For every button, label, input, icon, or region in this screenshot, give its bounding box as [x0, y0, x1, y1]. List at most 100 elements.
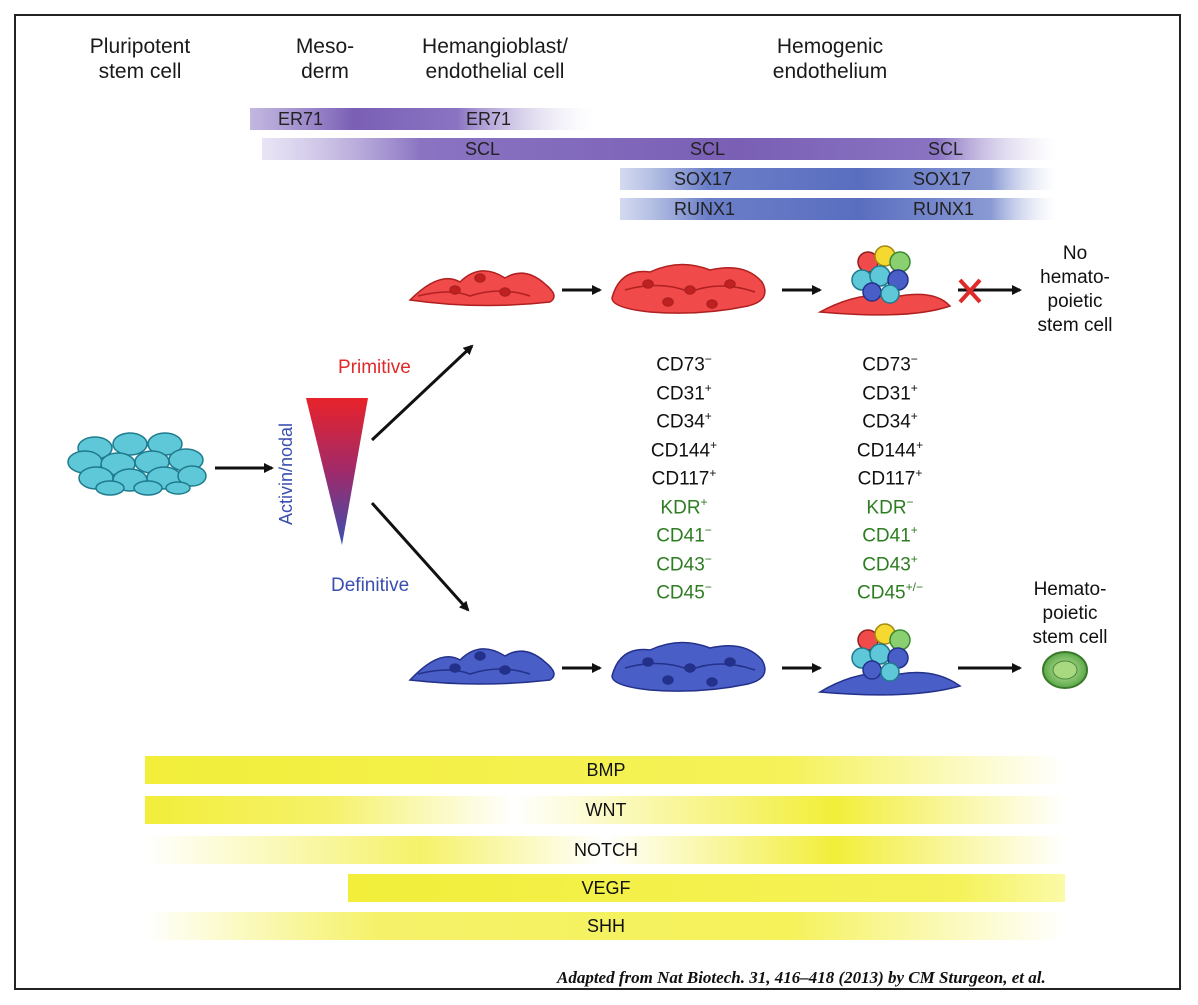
stage-hemangioblast: Hemangioblast/ endothelial cell — [422, 35, 568, 83]
hsc-outcome-label: Hemato- poietic stem cell — [1032, 579, 1108, 648]
marker-name: CD41 — [656, 525, 705, 547]
wnt-label: WNT — [585, 800, 627, 820]
marker-name: CD73 — [862, 354, 911, 376]
scl-label-2: SCL — [690, 139, 726, 159]
arrow-definitive-branch — [370, 501, 470, 612]
marker-sign: − — [704, 352, 712, 366]
runx1-label-2: RUNX1 — [913, 199, 975, 219]
marker-sign: + — [910, 380, 918, 395]
figure-frame — [14, 14, 1181, 990]
marker-name: CD41 — [862, 525, 911, 547]
vegf-label: VEGF — [581, 878, 631, 898]
definitive-hemogenic-cluster-icon — [817, 623, 962, 696]
marker-cd41: CD41− — [656, 523, 712, 547]
marker-cd73: CD73− — [656, 352, 712, 376]
sox17-bar — [620, 168, 1057, 190]
marker-cd45: CD45− — [656, 580, 712, 604]
primitive-hemogenic-cluster-icon — [817, 245, 952, 316]
bmp-label: BMP — [586, 760, 626, 780]
marker-name: CD144 — [856, 439, 917, 461]
marker-cd34: CD34+ — [862, 409, 918, 433]
marker-cd45: CD45+/− — [857, 580, 923, 604]
marker-sign: − — [906, 494, 914, 509]
primitive-mesoderm-cells-icon — [408, 270, 555, 307]
marker-cd43: CD43− — [656, 552, 712, 576]
marker-kdr: KDR+ — [660, 495, 707, 519]
marker-name: CD43 — [862, 553, 911, 575]
marker-sign: + — [700, 494, 708, 509]
marker-cd31: CD31+ — [862, 381, 918, 405]
bmp-bar — [145, 756, 1065, 784]
marker-sign: +/− — [905, 580, 923, 594]
runx1-label-1: RUNX1 — [674, 199, 736, 219]
marker-sign: − — [704, 523, 712, 537]
marker-cd31: CD31+ — [656, 381, 712, 405]
stage-hemogenic-endothelium: Hemogenic endothelium — [772, 35, 888, 83]
marker-cd144: CD144+ — [651, 438, 717, 462]
marker-sign: − — [910, 352, 918, 366]
marker-sign: + — [910, 523, 918, 537]
marker-name: CD117 — [857, 468, 916, 490]
scl-bar — [262, 138, 1057, 160]
shh-label: SHH — [586, 916, 626, 936]
activin-gradient-triangle — [306, 398, 368, 545]
marker-sign: + — [916, 437, 924, 452]
scl-label-3: SCL — [928, 139, 964, 159]
definitive-label: Definitive — [331, 575, 410, 596]
marker-cd73: CD73− — [862, 352, 918, 376]
er71-bar — [250, 108, 595, 130]
notch-bar — [145, 836, 1065, 864]
marker-name: CD34 — [862, 411, 911, 433]
marker-sign: + — [910, 551, 918, 566]
stage-mesoderm: Meso- derm — [295, 35, 355, 83]
marker-sign: + — [915, 466, 923, 480]
marker-sign: + — [910, 409, 918, 423]
sox17-label-1: SOX17 — [674, 169, 733, 189]
marker-cd41: CD41+ — [862, 523, 918, 547]
scl-label-1: SCL — [465, 139, 501, 159]
marker-kdr: KDR− — [866, 495, 913, 519]
er71-label-2: ER71 — [466, 109, 512, 129]
no-hsc-outcome-label: No hemato- poietic stem cell — [1037, 243, 1113, 336]
marker-cd117: CD117+ — [652, 466, 717, 490]
marker-cd144: CD144+ — [857, 438, 923, 462]
marker-sign: + — [704, 409, 712, 423]
marker-sign: − — [704, 551, 712, 566]
runx1-bar — [620, 198, 1057, 220]
marker-name: KDR — [660, 496, 701, 518]
notch-label: NOTCH — [574, 840, 638, 860]
wnt-bar — [145, 796, 1065, 824]
marker-sign: + — [710, 437, 718, 452]
marker-name: CD144 — [650, 439, 711, 461]
primitive-endothelial-cells-icon — [611, 263, 766, 314]
marker-name: CD43 — [656, 553, 705, 575]
hematopoietic-stem-cell-icon — [1042, 651, 1088, 689]
marker-name: CD31 — [656, 382, 705, 404]
marker-cd43: CD43+ — [862, 552, 918, 576]
blocked-x-icon — [958, 278, 982, 304]
marker-cd34: CD34+ — [656, 409, 712, 433]
arrow-primitive-branch — [370, 344, 474, 442]
marker-name: KDR — [866, 496, 907, 518]
marker-name: CD45 — [656, 582, 705, 604]
marker-sign: − — [704, 580, 712, 594]
sox17-label-2: SOX17 — [913, 169, 972, 189]
marker-name: CD31 — [862, 382, 911, 404]
er71-label-1: ER71 — [278, 109, 324, 129]
citation: Adapted from Nat Biotech. 31, 416–418 (2… — [557, 968, 1046, 987]
definitive-endothelial-cells-icon — [611, 641, 766, 692]
marker-sign: + — [704, 380, 712, 395]
primitive-label: Primitive — [338, 357, 411, 378]
marker-cd117: CD117+ — [858, 466, 923, 490]
marker-name: CD45 — [857, 582, 906, 604]
vegf-bar — [348, 874, 1065, 902]
shh-bar — [145, 912, 1065, 940]
definitive-mesoderm-cells-icon — [408, 648, 555, 685]
pluripotent-cell-cluster-icon — [67, 432, 207, 496]
marker-name: CD73 — [656, 354, 705, 376]
activin-nodal-axis-label: Activin/nodal — [276, 422, 296, 525]
marker-sign: + — [709, 466, 717, 480]
stage-pluripotent: Pluripotent stem cell — [89, 35, 191, 83]
marker-name: CD117 — [651, 468, 710, 490]
